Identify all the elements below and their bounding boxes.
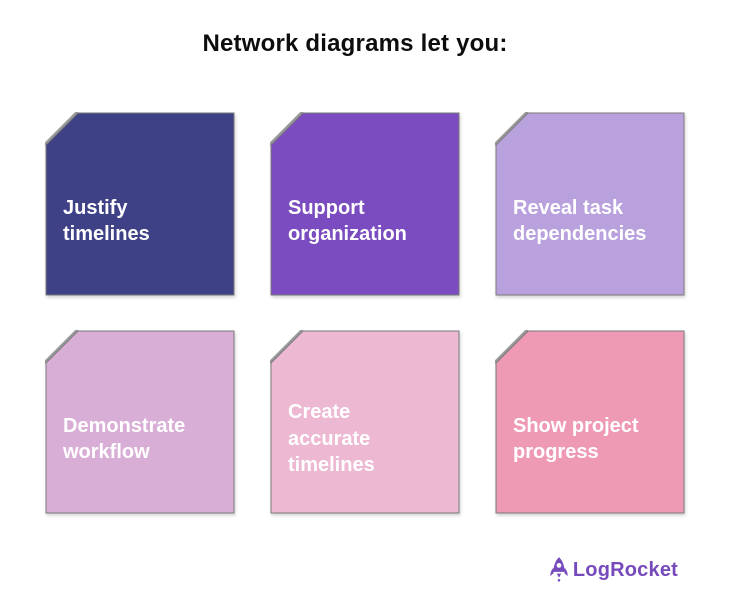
- card-create-accurate-timelines: Create accurate timelines: [270, 330, 460, 514]
- card-support-organization: Support organization: [270, 112, 460, 296]
- card-label: Justify timelines: [63, 196, 150, 245]
- card-label: Show project progress: [513, 414, 639, 463]
- card-justify-timelines: Justify timelines: [45, 112, 235, 296]
- notched-square-shape: [45, 112, 235, 296]
- notched-square-shape: [495, 330, 685, 514]
- card-label: Demonstrate workflow: [63, 414, 186, 463]
- card-label: Create accurate timelines: [288, 401, 375, 477]
- card-reveal-task-dependencies: Reveal task dependencies: [495, 112, 685, 296]
- logo-text: LogRocket: [572, 558, 678, 581]
- notched-square-shape: [45, 330, 235, 514]
- rocket-icon: [550, 557, 568, 582]
- notched-square-shape: [495, 112, 685, 296]
- card-demonstrate-workflow: Demonstrate workflow: [45, 330, 235, 514]
- card-label: Support organization: [288, 196, 407, 245]
- card-show-project-progress: Show project progress: [495, 330, 685, 514]
- cards-grid: Justify timelines Support organization R…: [45, 112, 685, 514]
- card-label: Reveal task dependencies: [513, 196, 647, 245]
- logrocket-logo: LogRocket: [548, 556, 678, 584]
- notched-square-shape: [270, 330, 460, 514]
- notched-square-shape: [270, 112, 460, 296]
- page-title: Network diagrams let you:: [202, 30, 508, 57]
